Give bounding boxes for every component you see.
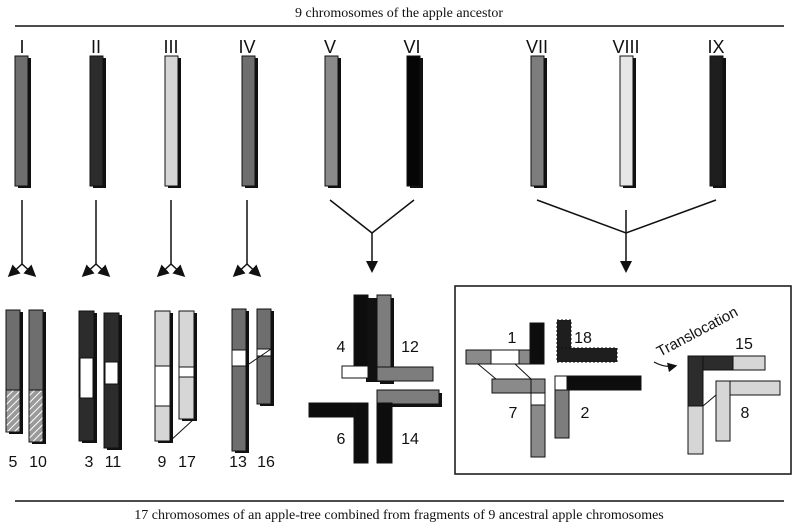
derived-label: 5 [9, 454, 18, 471]
ancestral-chromosome-ix [709, 55, 724, 187]
diagram-caption: 17 chromosomes of an apple-tree combined… [134, 508, 664, 523]
translocation-label: Translocation [654, 304, 741, 361]
derived-label: 16 [257, 454, 275, 471]
ancestral-label: VI [403, 37, 420, 57]
derived-group-5-10 [5, 309, 46, 444]
derived-label: 10 [29, 454, 47, 471]
derived-label: 3 [85, 454, 94, 471]
ancestral-chromosome-vi [406, 55, 421, 187]
ancestral-chromosome-iv [241, 55, 256, 187]
translocation-arrow [653, 361, 678, 373]
derived-label: 18 [574, 330, 592, 347]
derived-label: 4 [337, 339, 346, 356]
ancestral-label: IX [707, 37, 724, 57]
derived-labels: 5 10 3 11 9 17 13 16 [9, 454, 275, 471]
ancestral-label: II [91, 37, 101, 57]
ancestral-chromosome-v [324, 55, 339, 187]
ancestral-label: VIII [612, 37, 639, 57]
derived-label: 15 [735, 336, 753, 353]
derived-label: 8 [741, 405, 750, 422]
derived-group-13-16 [231, 308, 274, 453]
derived-label: 2 [581, 405, 590, 422]
translocation-box [454, 285, 792, 475]
ancestral-labels: I II III IV V VI VII VIII IX [19, 37, 724, 57]
derived-label: 6 [337, 431, 346, 448]
merge-arrows [329, 199, 717, 273]
derived-cross-4-12-6-14: 4 12 6 14 [308, 294, 442, 464]
ancestral-chromosome-ii [89, 55, 104, 187]
ancestral-label: III [163, 37, 178, 57]
diagram-title: 9 chromosomes of the apple ancestor [295, 6, 503, 21]
derived-label: 7 [509, 405, 518, 422]
derived-label: 13 [229, 454, 247, 471]
ancestral-chromosome-iii [164, 55, 179, 187]
derived-group-1-18-7-2: 1 18 7 2 [465, 319, 642, 458]
derived-label: 11 [105, 454, 122, 471]
ancestral-label: VII [526, 37, 548, 57]
derived-label: 1 [508, 330, 517, 347]
ancestral-label: I [19, 37, 24, 57]
derived-group-9-17 [154, 310, 197, 443]
ancestral-label: V [324, 37, 336, 57]
derived-label: 9 [158, 454, 167, 471]
ancestral-chromosomes [14, 55, 726, 188]
ancestral-chromosome-i [14, 55, 29, 187]
derived-label: 17 [178, 454, 196, 471]
derived-group-15-8: 15 8 [687, 336, 781, 455]
split-arrows [7, 200, 262, 278]
ancestral-chromosome-vii [530, 55, 545, 187]
ancestral-chromosome-viii [619, 55, 634, 187]
ancestral-label: IV [238, 37, 255, 57]
derived-group-3-11 [78, 310, 122, 450]
derived-label: 12 [401, 339, 419, 356]
derived-label: 14 [401, 431, 419, 448]
